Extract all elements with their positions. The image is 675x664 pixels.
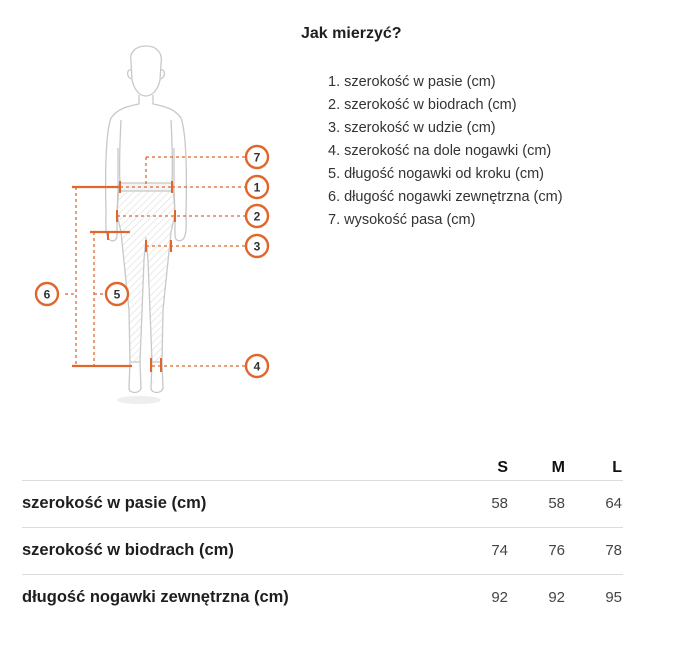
cell-l: 78 <box>605 542 622 559</box>
measurement-item-4: 4. szerokość na dole nogawki (cm) <box>328 143 552 159</box>
row-label: długość nogawki zewnętrzna (cm) <box>22 588 289 606</box>
measurement-item-6: 6. długość nogawki zewnętrzna (cm) <box>328 189 563 205</box>
size-header-l: L <box>612 459 622 476</box>
measurement-item-7: 7. wysokość pasa (cm) <box>328 212 476 228</box>
size-table: S M L szerokość w pasie (cm) 58 58 64 sz… <box>22 455 623 621</box>
badge-4: 4 <box>244 353 270 379</box>
badge-2: 2 <box>244 203 270 229</box>
cell-l: 64 <box>605 495 622 512</box>
measurement-item-3: 3. szerokość w udzie (cm) <box>328 120 496 136</box>
row-label: szerokość w biodrach (cm) <box>22 541 234 559</box>
row-label: szerokość w pasie (cm) <box>22 494 207 512</box>
badge-6: 6 <box>34 281 60 307</box>
badge-6-label: 6 <box>44 288 51 302</box>
measurement-figure: 7 1 2 3 4 5 6 <box>34 45 270 404</box>
badge-5: 5 <box>104 281 130 307</box>
measurement-list: 1. szerokość w pasie (cm) 2. szerokość w… <box>328 71 563 232</box>
guide-title: Jak mierzyć? <box>301 25 402 42</box>
cell-s: 74 <box>491 542 508 559</box>
table-row-waist: szerokość w pasie (cm) 58 58 64 <box>22 480 623 527</box>
badge-1: 1 <box>244 174 270 200</box>
size-header-m: M <box>551 459 565 476</box>
badge-3-label: 3 <box>254 240 261 254</box>
measurement-item-2: 2. szerokość w biodrach (cm) <box>328 97 517 113</box>
measurement-item-5: 5. długość nogawki od kroku (cm) <box>328 166 544 182</box>
measurement-item-1: 1. szerokość w pasie (cm) <box>328 74 496 90</box>
cell-m: 76 <box>548 542 565 559</box>
cell-s: 58 <box>491 495 508 512</box>
table-row-hips: szerokość w biodrach (cm) 74 76 78 <box>22 527 623 574</box>
badge-3: 3 <box>244 233 270 259</box>
size-header-s: S <box>497 459 508 476</box>
badge-7-label: 7 <box>254 151 261 165</box>
cell-s: 92 <box>491 589 508 606</box>
badge-7: 7 <box>244 144 270 170</box>
badge-2-label: 2 <box>254 210 261 224</box>
cell-m: 58 <box>548 495 565 512</box>
badge-5-label: 5 <box>114 288 121 302</box>
figure-shadow <box>117 396 161 404</box>
cell-m: 92 <box>548 589 565 606</box>
badge-1-label: 1 <box>254 181 261 195</box>
badge-4-label: 4 <box>254 360 261 374</box>
measurement-lines <box>65 156 245 372</box>
table-row-outer-length: długość nogawki zewnętrzna (cm) 92 92 95 <box>22 574 623 621</box>
size-header-row: S M L <box>22 455 623 480</box>
cell-l: 95 <box>605 589 622 606</box>
